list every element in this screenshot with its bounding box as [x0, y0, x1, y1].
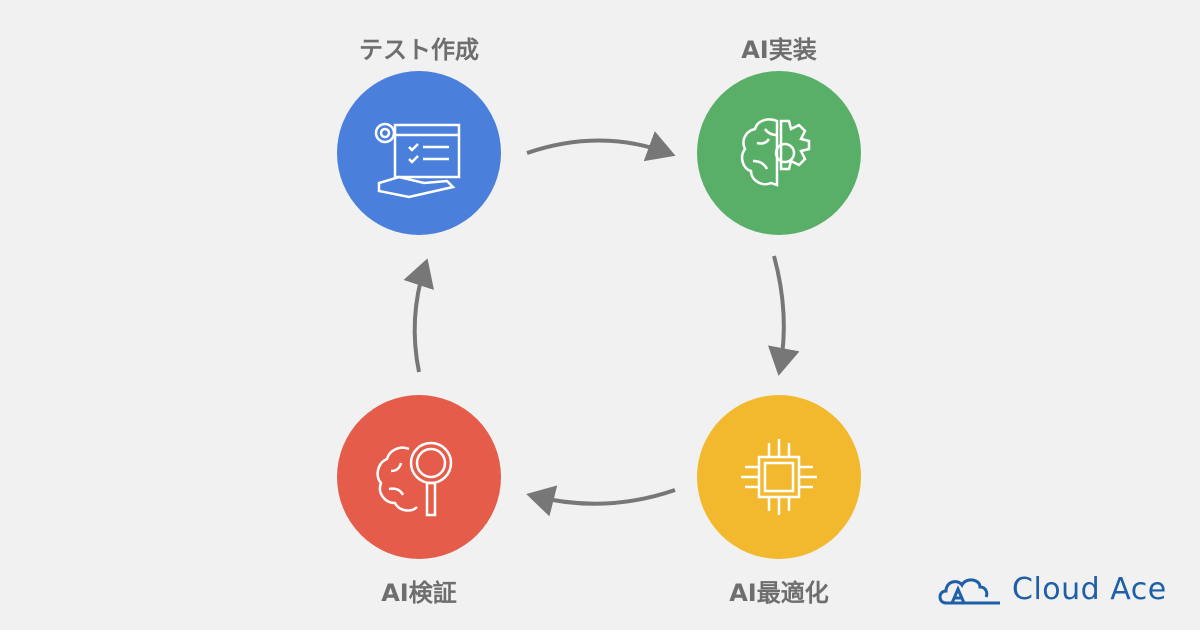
step-ai-verification: [337, 395, 501, 559]
arrow-optimize-to-verify: [526, 485, 676, 517]
step-label-ai-implementation: AI実装: [741, 36, 817, 64]
cloud-ace-logo-text: Cloud Ace: [1012, 572, 1167, 607]
step-ai-optimization: [697, 395, 861, 559]
chip-icon: [741, 439, 817, 515]
arrow-verify-to-test: [403, 258, 434, 373]
step-label-test-creation: テスト作成: [359, 36, 479, 64]
step-label-ai-verification: AI検証: [381, 579, 457, 607]
brain-magnifier-icon: [376, 441, 453, 517]
test-creation-icon: [374, 122, 461, 199]
cloud-ace-logo: Cloud Ace: [936, 572, 1167, 607]
arrow-test-to-implement: [526, 131, 676, 162]
step-ai-implementation: [697, 71, 861, 235]
arrow-implement-to-optimize: [767, 255, 800, 376]
step-label-ai-optimization: AI最適化: [729, 579, 829, 607]
cloud-ace-logo-icon: [938, 578, 1000, 604]
brain-gear-icon: [740, 118, 811, 187]
step-test-creation: [337, 71, 501, 235]
